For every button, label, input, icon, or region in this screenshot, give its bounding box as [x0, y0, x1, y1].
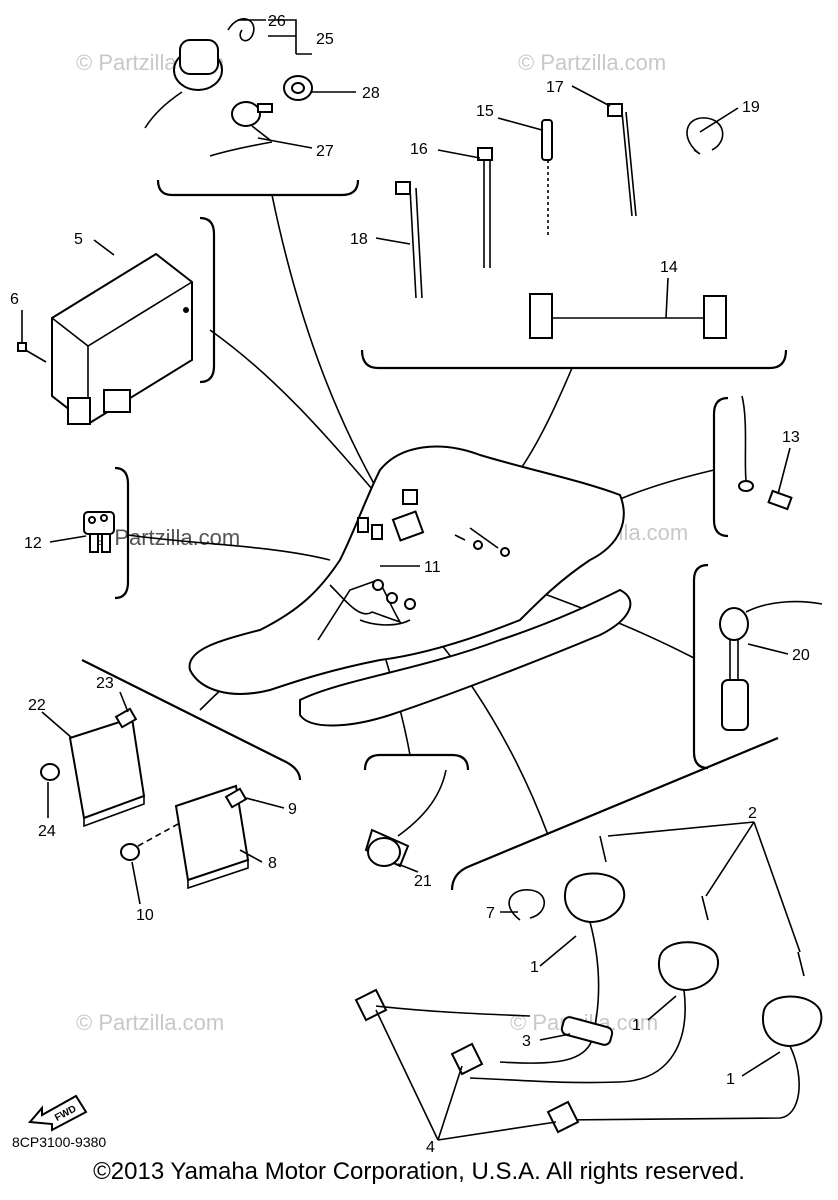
sensor-12 [83, 511, 115, 553]
nut-28 [283, 75, 313, 101]
callout-18: 18 [350, 231, 368, 248]
nut-24 [40, 763, 60, 781]
fwd-arrow-icon: FWD [28, 1094, 88, 1132]
holder-3 [560, 1016, 614, 1046]
cable-tie-17 [607, 103, 637, 217]
callout-21: 21 [414, 873, 432, 890]
earth-lead-13 [738, 395, 793, 511]
part-code: 8CP3100-9380 [12, 1134, 107, 1150]
condenser-21 [364, 769, 447, 868]
callout-11: 11 [424, 559, 441, 576]
cable-tie-16 [477, 147, 493, 268]
bolt-23 [114, 707, 138, 729]
group-brackets [81, 179, 788, 891]
callout-6: 6 [10, 291, 19, 308]
ignition-coil [469, 941, 719, 1084]
callout-15: 15 [476, 103, 494, 120]
nut-10 [120, 823, 179, 861]
callout-28: 28 [362, 85, 380, 102]
cable-tie-18 [395, 181, 423, 299]
bolt-6 [17, 342, 47, 363]
watermark: © Partzilla.com [518, 50, 666, 75]
clamp-7 [508, 889, 546, 921]
callout-9: 9 [288, 801, 297, 818]
callout-3: 3 [522, 1033, 531, 1050]
callout-4: 4 [426, 1139, 435, 1156]
callout-16: 16 [410, 141, 428, 158]
watermark: © Partzilla.com [92, 525, 240, 550]
callout-14: 14 [660, 259, 678, 276]
callout-24: 24 [38, 823, 56, 840]
callout-25: 25 [316, 31, 334, 48]
callout-leaders [21, 19, 801, 1141]
callout-26: 26 [268, 13, 286, 30]
sensor-20 [719, 600, 823, 731]
callout-1: 1 [530, 959, 539, 976]
callout-1: 1 [726, 1071, 735, 1088]
callout-23: 23 [96, 675, 114, 692]
main-switch [144, 18, 255, 129]
copyright-notice: ©2013 Yamaha Motor Corporation, U.S.A. A… [93, 1158, 745, 1185]
wire-clamp-19 [686, 117, 724, 155]
callout-27: 27 [316, 143, 334, 160]
callout-7: 7 [486, 905, 495, 922]
ignition-coil [559, 995, 823, 1121]
switch-27 [209, 101, 273, 157]
callout-2: 2 [748, 805, 757, 822]
callout-12: 12 [24, 535, 42, 552]
rectifier-22 [68, 716, 146, 828]
callout-19: 19 [742, 99, 760, 116]
control-unit [51, 252, 193, 426]
callout-20: 20 [792, 647, 810, 664]
plug-cap-4 [354, 988, 580, 1134]
band-15 [541, 119, 553, 236]
regulator-8 [174, 784, 250, 890]
callout-17: 17 [546, 79, 564, 96]
holder-14 [529, 293, 727, 339]
screw-2 [599, 835, 805, 977]
callout-1: 1 [632, 1017, 641, 1034]
callout-5: 5 [74, 231, 83, 248]
callout-13: 13 [782, 429, 800, 446]
watermark: © Partzilla.com [76, 1010, 224, 1035]
callout-10: 10 [136, 907, 154, 924]
callout-22: 22 [28, 697, 46, 714]
bolt-9 [224, 787, 248, 809]
callout-8: 8 [268, 855, 277, 872]
chassis-outline [188, 445, 632, 727]
